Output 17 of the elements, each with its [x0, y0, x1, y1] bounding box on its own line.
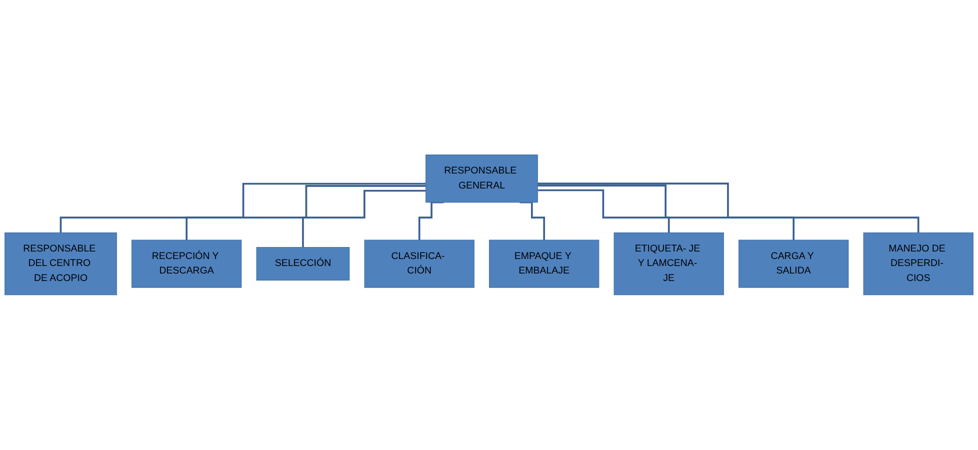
- connector: [538, 182, 920, 234]
- node-box: ETIQUETA- JE Y LAMCENA- JE: [614, 232, 724, 296]
- connector: [538, 184, 795, 242]
- node-box: RECEPCIÓN Y DESCARGA: [132, 240, 242, 288]
- connector: [186, 185, 426, 242]
- connector: [302, 190, 426, 248]
- node-box: SELECCIÓN: [256, 247, 350, 281]
- connector: [418, 202, 444, 242]
- connector: [520, 202, 545, 242]
- node-box: RESPONSABLE DEL CENTRO DE ACOPIO: [4, 232, 117, 296]
- node-box: MANEJO DE DESPERDI- CIOS: [863, 232, 974, 296]
- node-box: CLASIFICA- CIÓN: [364, 240, 474, 288]
- connector: [60, 183, 426, 234]
- node-box: RESPONSABLE GENERAL: [426, 154, 538, 203]
- node-box: CARGA Y SALIDA: [738, 240, 849, 288]
- connector: [538, 189, 670, 234]
- node-box: EMPAQUE Y EMBALAJE: [489, 240, 600, 288]
